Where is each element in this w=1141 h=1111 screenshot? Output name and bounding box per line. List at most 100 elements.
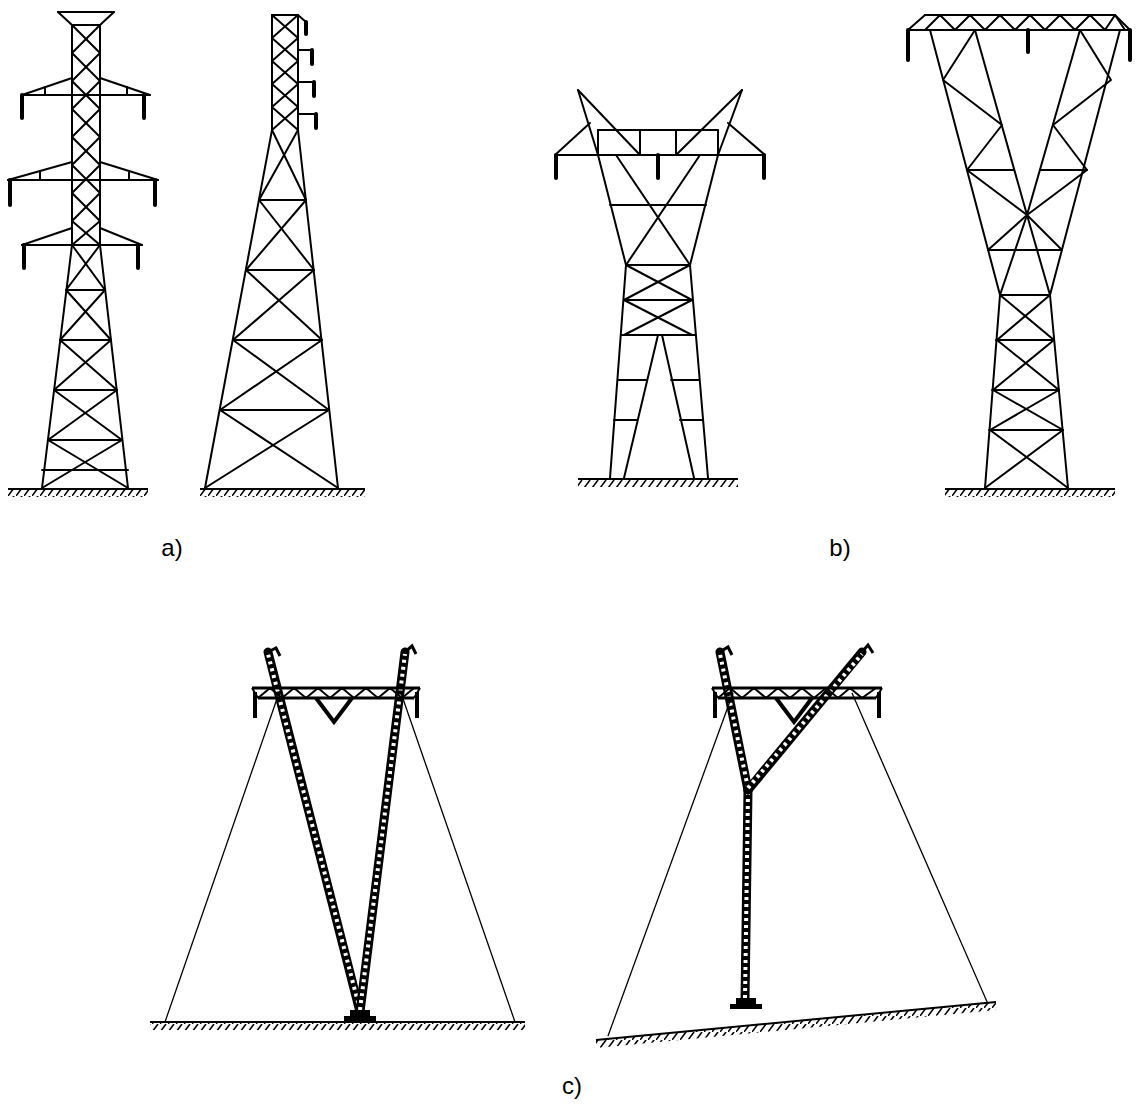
wine-glass-tower-part: [1027, 30, 1111, 250]
lattice-tower-part: [233, 339, 322, 341]
ground-line: [8, 489, 365, 497]
lattice-tower-part: [22, 94, 150, 96]
wine-glass-tower-part: [996, 339, 1054, 341]
guyed-v-tower-part: [268, 654, 360, 1010]
lattice-tower-part: [314, 114, 318, 128]
guyed-y-tower-part: [596, 1002, 996, 1048]
lattice-tower-part: [48, 439, 122, 441]
guyed-y-tower-part: [720, 654, 748, 788]
ground-line-part: [945, 489, 1115, 497]
cup-tower-part: [680, 419, 703, 421]
lattice-tower-part: [100, 12, 114, 25]
guyed-v-tower-part: [258, 688, 414, 698]
cup-tower-part: [621, 334, 695, 336]
wine-glass-tower-part: [908, 15, 925, 30]
guyed-v-tower-part: [150, 1021, 525, 1023]
wine-glass-tower-part: [1000, 294, 1050, 296]
cup-tower-part: [626, 155, 700, 265]
guyed-y-tower-part: [713, 692, 717, 718]
lattice-tower-part: [42, 245, 122, 488]
guyed-v-tower-part: [360, 652, 405, 1012]
wine-glass-tower-part: [943, 30, 1027, 250]
ground-line-part: [200, 488, 365, 490]
guyed-y-tower-part: [730, 1004, 762, 1009]
guyed-y-tower-part: [862, 645, 873, 653]
guyed-y-tower-part: [712, 687, 882, 690]
lattice-tower-part: [310, 50, 314, 64]
cup-tower-part: [624, 300, 692, 335]
wine-glass-tower-part: [1128, 30, 1132, 60]
guyed-y-tower-part: [748, 652, 862, 790]
lattice-tower-part: [66, 289, 105, 291]
wine-glass-tower-part: [1027, 30, 1080, 215]
lattice-tower-part: [100, 228, 142, 245]
lattice-tower-part: [54, 389, 117, 391]
figure-label: a): [161, 536, 182, 560]
cup-tower-part: [676, 90, 742, 155]
guyed-y-tower-part: [720, 652, 748, 790]
cup-tower-part: [662, 335, 694, 478]
wine-glass-tower-part: [1026, 30, 1030, 52]
lattice-tower-part: [259, 199, 306, 201]
wine-glass-tower-part: [906, 30, 910, 60]
guyed-v-tower-part: [150, 1022, 525, 1030]
cup-tower-part: [624, 335, 658, 478]
wine-glass-tower-part: [1050, 30, 1120, 295]
lattice-tower-part: [100, 78, 150, 95]
cup-tower: [555, 90, 765, 478]
guyed-v-tower-part: [268, 652, 360, 1012]
wine-glass-tower-part: [1040, 169, 1087, 171]
lattice-tower-part: [272, 15, 298, 130]
cup-tower-part: [762, 155, 766, 178]
cup-tower-part: [610, 265, 626, 478]
guyed-v-tower-part: [268, 648, 280, 656]
lattice-tower-part: [22, 245, 26, 268]
wine-glass-tower-part: [925, 14, 1115, 16]
wine-glass-tower-part: [908, 29, 925, 31]
cup-tower-part: [639, 130, 641, 155]
lattice-tower-part: [298, 130, 338, 488]
lattice-tower-part: [44, 87, 46, 95]
lattice-tower-part: [271, 15, 273, 130]
cup-tower-part: [578, 90, 640, 155]
lattice-tower-part: [312, 82, 316, 96]
guyed-y-tower-part: [776, 698, 812, 722]
wine-glass-tower-part: [985, 295, 1000, 488]
guyed-y-tower-part: [608, 693, 733, 1036]
wine-glass-tower-part: [967, 169, 1014, 171]
cup-tower-part: [554, 155, 558, 178]
cup-tower-part: [717, 130, 719, 155]
wine-glass-tower-part: [992, 389, 1059, 391]
lattice-tower-part: [272, 14, 298, 16]
cup-tower-part: [598, 155, 626, 265]
lattice-tower-part: [100, 162, 158, 180]
figure-label: c): [562, 1074, 582, 1098]
lattice-tower-part: [42, 469, 128, 471]
figure-label: b): [829, 536, 850, 560]
lattice-tower-part: [60, 339, 111, 341]
guyed-v-tower-part: [252, 687, 420, 690]
guyed-y-tower-part: [745, 792, 748, 998]
wine-glass-tower-part: [930, 30, 1000, 295]
ground-line-part: [945, 488, 1115, 490]
lattice-tower-part: [39, 171, 41, 180]
guyed-v-tower-part: [401, 693, 515, 1022]
lattice-tower: [205, 15, 338, 488]
guyed-v-tower-part: [253, 692, 257, 718]
lattice-tower-part: [22, 78, 72, 95]
guyed-v-tower-part: [405, 646, 416, 654]
wine-glass-tower-part: [988, 249, 1062, 251]
wine-glass-tower-part: [975, 30, 1027, 215]
lattice-tower-part: [297, 15, 299, 130]
lattice-tower-part: [272, 15, 298, 130]
guyed-v-tower-part: [344, 1016, 376, 1021]
wine-glass-tower-part: [1115, 15, 1130, 30]
ground-line-part: [8, 488, 148, 490]
cup-tower-part: [624, 299, 692, 301]
wine-glass-tower-part: [989, 429, 1063, 431]
wine-glass-tower-part: [925, 15, 1125, 30]
lattice-tower: [8, 12, 158, 488]
lattice-tower-part: [142, 95, 146, 118]
lattice-tower-part: [304, 22, 308, 34]
lattice-tower-part: [72, 25, 100, 245]
